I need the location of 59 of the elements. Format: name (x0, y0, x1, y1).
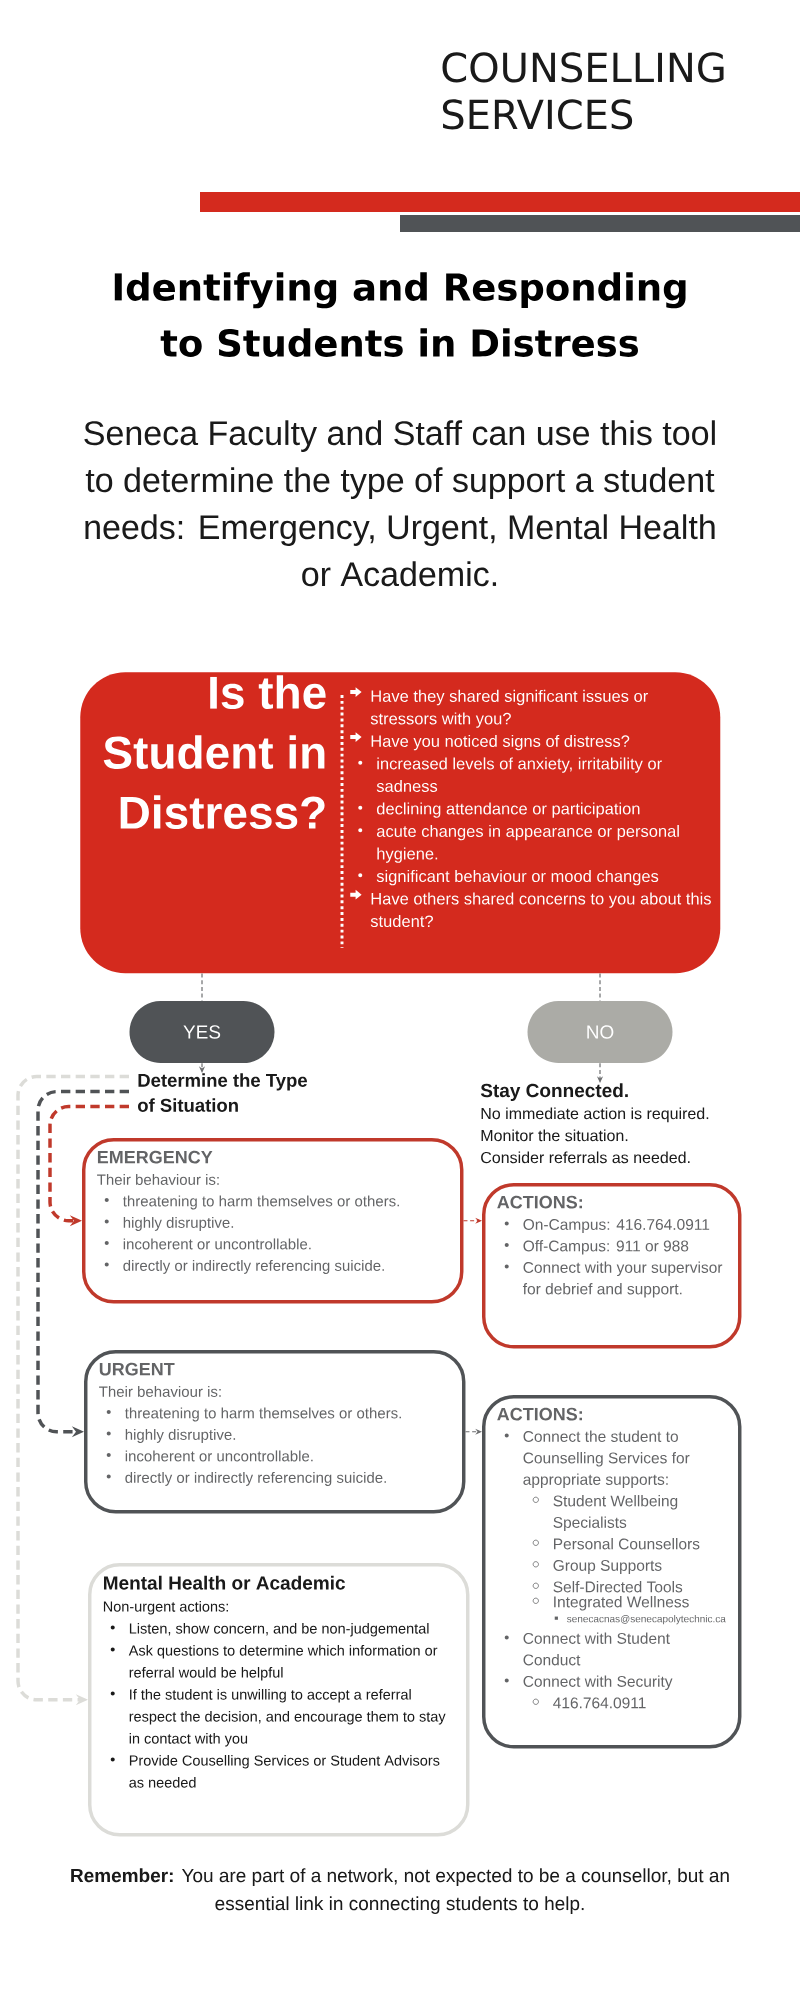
answer-pill: NO (527, 1001, 673, 1063)
list-item: threatening to harm themselves or others. (122, 1195, 399, 1210)
header-title: COUNSELLING SERVICES (442, 52, 724, 130)
note-text: Remember: You are part of a network, not expected to be a counsellor, but an essential link in connecting students to help. (71, 1868, 729, 1914)
list-item: If the student is unwilling to accept a referral respect the decision, and encourage them to stay in contact with you (129, 1689, 446, 1747)
list-item: Listen, show concern, and be non-judgemental (129, 1623, 429, 1637)
connector-line (201, 972, 203, 1002)
list-item: Self-Directed Tools (553, 1581, 683, 1593)
category-box (482, 1395, 742, 1749)
list-item: Connect with Security (523, 1675, 673, 1690)
intro-text: Seneca Faculty and Staff can use this tool to determine the type of support a student needs: Emergency, Urgent, Mental Health or Academic. (84, 420, 715, 587)
box-heading: URGENT (99, 1362, 175, 1376)
list-item: highly disruptive. (123, 1216, 234, 1231)
list-item: Ask questions to determine which information or referral would be helpful (128, 1645, 438, 1681)
step-heading: Determine the Type of Situation (138, 1073, 307, 1112)
list-item: Have you noticed signs of distress? (371, 734, 630, 751)
box-heading: ACTIONS: (497, 1195, 582, 1209)
list-item: Connect with your supervisor for debrief and support. (522, 1261, 723, 1298)
page-title: Identifying and Responding to Students in Distress (114, 272, 686, 357)
list-item: Connect the student to Counselling Services for appropriate supports: (523, 1430, 690, 1488)
list-item: incoherent or uncontrollable. (125, 1450, 313, 1462)
body-text: Their behaviour is: (97, 1173, 219, 1185)
list-item: Personal Counsellors (554, 1538, 700, 1550)
list-item: declining attendance or participation (376, 802, 640, 818)
list-item: incoherent or uncontrollable. (123, 1238, 311, 1250)
list-item: Have others shared concerns to you about this student? (370, 892, 711, 928)
body-text: Their behaviour is: (99, 1385, 221, 1397)
list-item: Connect with Student Conduct (523, 1632, 670, 1666)
list-item: acute changes in appearance or personal hygiene. (377, 824, 679, 863)
box-heading: Mental Health or Academic (104, 1575, 345, 1590)
body-text: Monitor the situation. (481, 1129, 628, 1142)
list-item: Student Wellbeing Specialists (553, 1495, 678, 1531)
category-box (482, 1183, 742, 1349)
list-item: Integrated Wellness (554, 1596, 689, 1611)
list-item: senecacnas@senecapolytechnic.ca (567, 1615, 726, 1625)
box-heading: Stay Connected. (480, 1083, 628, 1101)
list-item: Group Supports (553, 1559, 662, 1574)
list-item: On-Campus: 416.764.0911 (523, 1219, 710, 1234)
question-heading: Is the Student in Distress? (103, 675, 326, 830)
box-heading: EMERGENCY (97, 1150, 213, 1164)
question-box (80, 672, 721, 974)
list-item: Off-Campus: 911 or 988 (523, 1240, 689, 1255)
category-box (84, 1350, 466, 1514)
list-item: Provide Couselling Services or Student Advisors as needed (129, 1755, 440, 1788)
box-heading: ACTIONS: (497, 1407, 582, 1421)
list-item: Have they shared significant issues or stressors with you? (370, 689, 648, 728)
body-text: No immediate action is required. (481, 1107, 709, 1123)
body-text: Consider referrals as needed. (481, 1151, 690, 1164)
list-item: directly or indirectly referencing suicide. (125, 1471, 386, 1486)
category-box (88, 1563, 470, 1837)
body-text: Non-urgent actions: (103, 1601, 228, 1615)
answer-pill: YES (129, 1001, 275, 1063)
connector-line (599, 972, 601, 1002)
list-item: significant behaviour or mood changes (376, 869, 659, 886)
list-item: highly disruptive. (125, 1428, 236, 1443)
list-item: directly or indirectly referencing suicide. (123, 1259, 384, 1274)
list-item: threatening to harm themselves or others. (124, 1407, 401, 1422)
category-box (82, 1138, 464, 1304)
list-item: 416.764.0911 (553, 1697, 646, 1709)
